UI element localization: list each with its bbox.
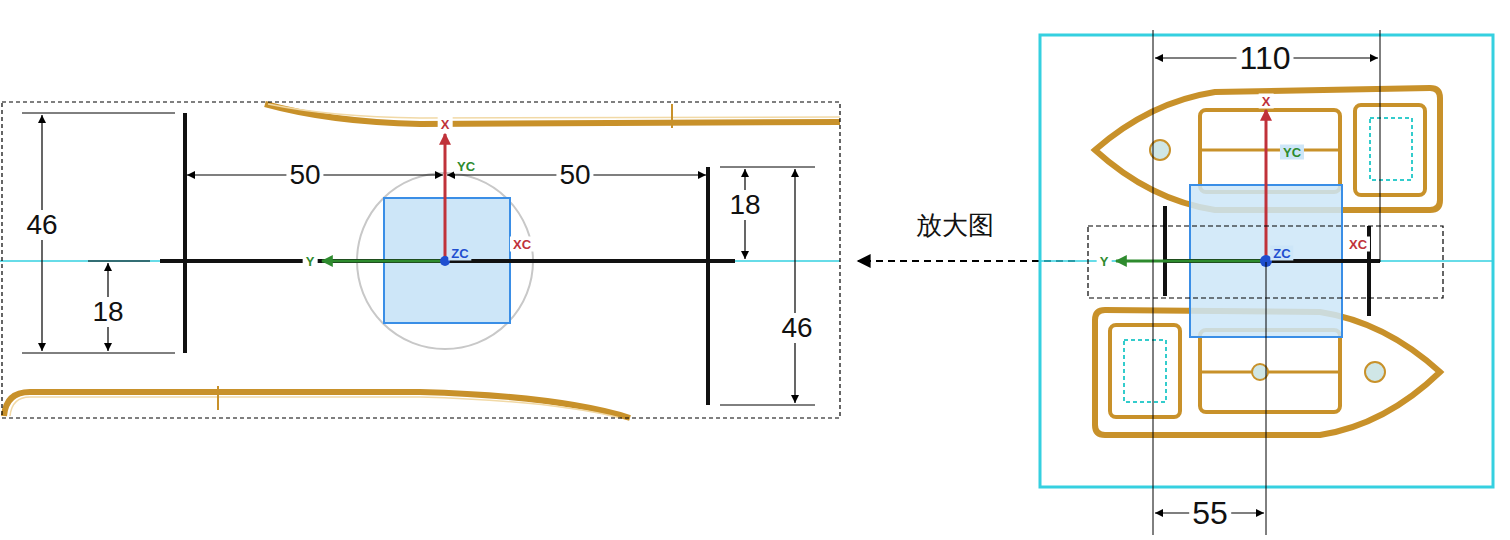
dimension: 46 [778, 313, 815, 343]
overall-view [1040, 30, 1493, 535]
view-note: 放大图 [913, 211, 997, 239]
dimension: 50 [556, 160, 593, 190]
axis-label: XC [510, 237, 534, 252]
axis-label: ZC [1270, 246, 1293, 261]
dimension: 18 [726, 190, 763, 220]
axis-label: X [1259, 94, 1274, 109]
dimension: 50 [286, 160, 323, 190]
axis-label: Y [1097, 254, 1112, 269]
axis-label: XC [1346, 237, 1370, 252]
axis-label: YC [454, 159, 478, 174]
enlarged-view [0, 102, 840, 418]
axis-label: Y [303, 254, 318, 269]
axis-label: ZC [448, 246, 471, 261]
dimension: 55 [1189, 496, 1231, 530]
dimension: 46 [23, 210, 60, 240]
dimension: 110 [1236, 41, 1293, 75]
axis-label: YC [1280, 145, 1304, 160]
dimension: 18 [89, 297, 126, 327]
axis-label: X [438, 117, 453, 132]
